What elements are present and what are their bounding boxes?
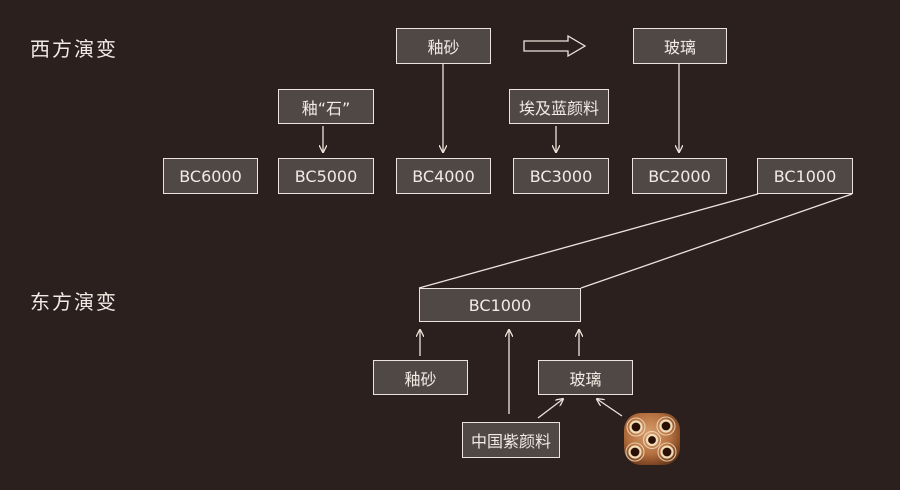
- block-arrow-sand-to-glass: [523, 34, 587, 58]
- east-section-label: 东方演变: [30, 290, 118, 314]
- link-line-left: [418, 193, 759, 289]
- west-section-label: 西方演变: [30, 37, 118, 61]
- timeline-box-bc1000: BC1000: [757, 158, 853, 194]
- east-china-purple-box: 中国紫颜料: [462, 422, 560, 458]
- west-egyptian-blue-box: 埃及蓝颜料: [509, 89, 609, 124]
- timeline-box-bc3000: BC3000: [513, 158, 609, 194]
- west-glaze-stone-box: 釉“石”: [278, 89, 374, 124]
- arrow-bead-to-glass: [597, 399, 623, 417]
- west-glaze-sand-box: 釉砂: [396, 28, 491, 64]
- arrow-china-purple-to-glass: [537, 399, 563, 419]
- west-glass-box: 玻璃: [633, 28, 727, 64]
- timeline-box-bc2000: BC2000: [632, 158, 727, 194]
- east-glaze-sand-box: 釉砂: [373, 360, 468, 395]
- ancient-bead-image: [624, 413, 680, 465]
- link-line-right: [580, 193, 853, 289]
- timeline-box-bc5000: BC5000: [278, 158, 374, 194]
- east-era-box: BC1000: [419, 288, 581, 322]
- timeline-box-bc6000: BC6000: [163, 158, 258, 194]
- timeline-box-bc4000: BC4000: [396, 158, 491, 194]
- east-glass-box: 玻璃: [538, 360, 633, 395]
